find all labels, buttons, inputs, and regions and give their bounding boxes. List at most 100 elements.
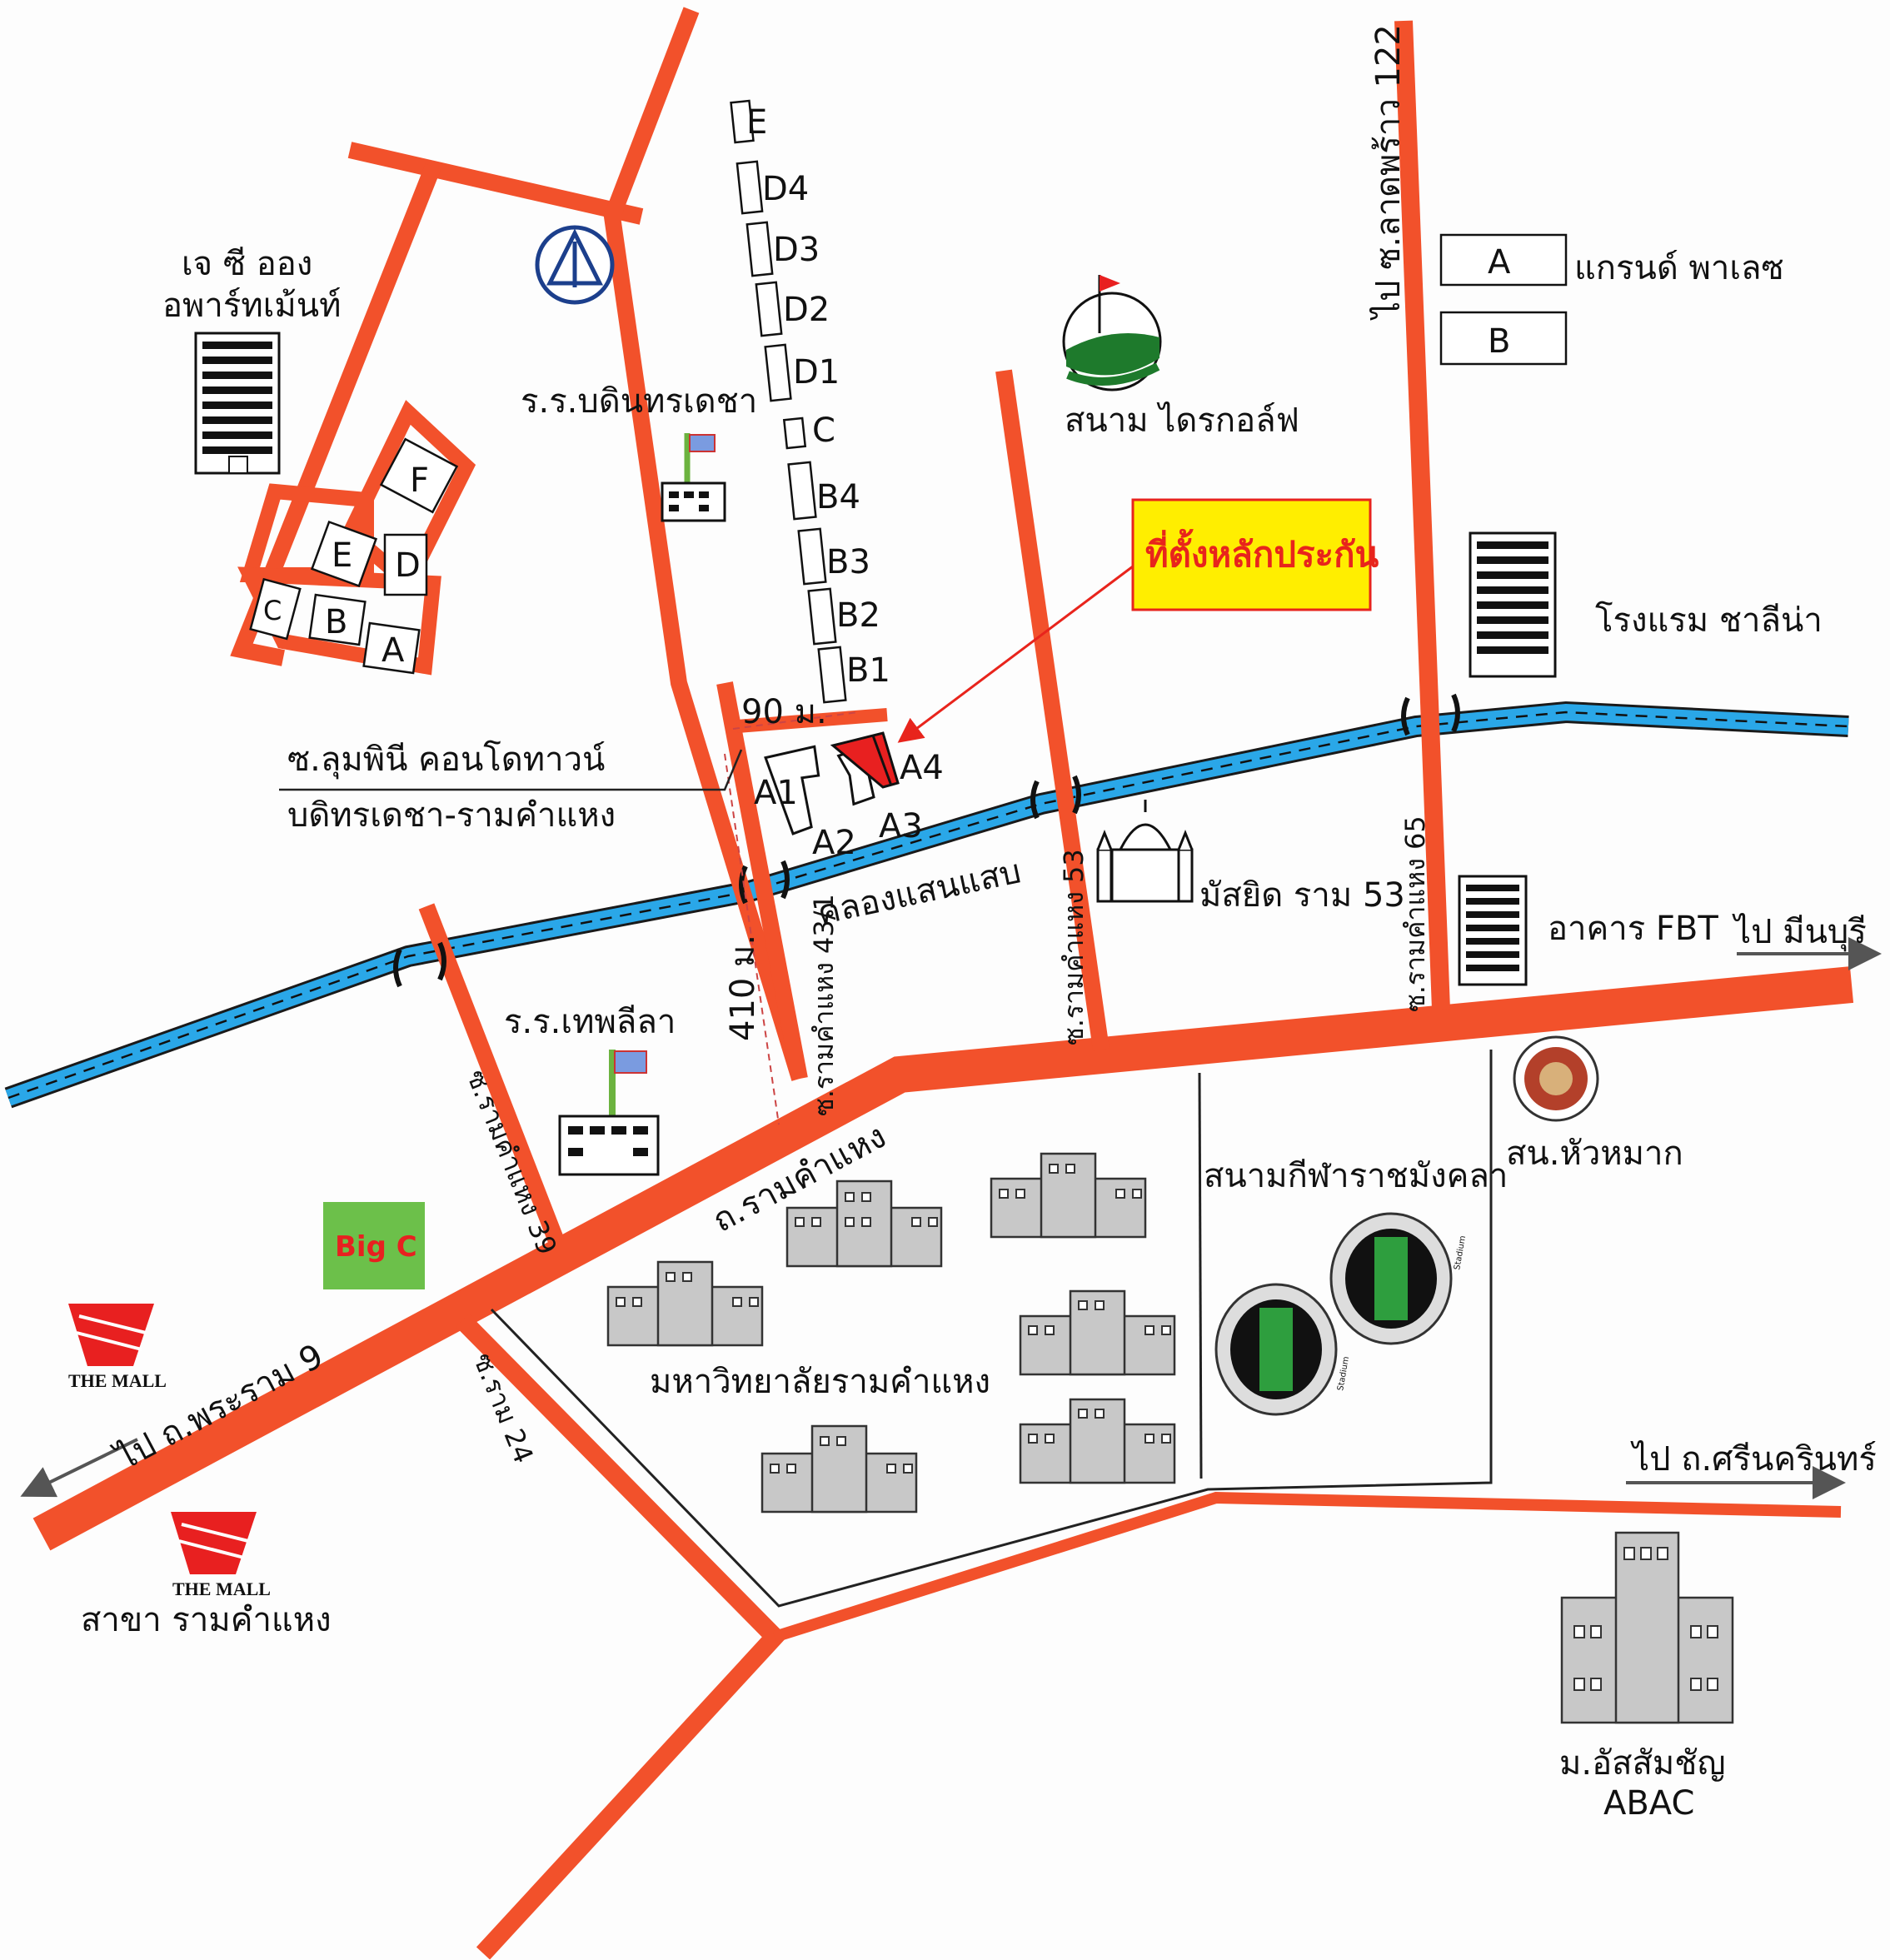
the-mall-label-1: THE MALL — [68, 1370, 167, 1391]
fbt-building-icon — [1458, 875, 1528, 986]
dimension-90m-label: 90 ม. — [741, 693, 827, 731]
jc-apartment-building — [194, 332, 281, 475]
col-block-d1: D1 — [793, 353, 840, 392]
col-block-b2: B2 — [836, 596, 880, 635]
the-mall-logo-2 — [171, 1512, 257, 1574]
soi-24-label: ซ.ราม 24 — [467, 1349, 540, 1468]
site-a2: A2 — [812, 824, 856, 862]
grand-palace-block-a-label: A — [1488, 243, 1511, 282]
school-emblem-icon — [535, 225, 615, 305]
col-block-b4: B4 — [816, 478, 860, 516]
univ-building-5 — [760, 1424, 918, 1514]
school-bodin-label: ร.ร.บดินทรเดชา — [521, 382, 757, 421]
stadium-icon-1 — [1329, 1212, 1453, 1345]
col-block-d2: D2 — [783, 291, 830, 329]
dimension-410m-label: 410 ม. — [724, 935, 762, 1041]
the-mall-label-2: THE MALL — [172, 1578, 271, 1599]
stadium-small-label-1: Stadium — [1453, 1235, 1468, 1271]
soi-65-label: ซ.รามคำแหง 65 — [1399, 815, 1431, 1012]
univ-building-3 — [606, 1260, 764, 1347]
hotel-building-icon — [1469, 531, 1557, 678]
grand-palace-block-a — [1439, 233, 1568, 287]
stadium-small-label-2: Stadium — [1336, 1356, 1351, 1392]
university-buildings — [606, 1152, 1176, 1514]
assumption-label: ม.อัสสัมชัญ — [1559, 1744, 1726, 1783]
golf-icon — [1062, 275, 1162, 392]
stadium-label: สนามกีฬาราชมังคลา — [1204, 1157, 1508, 1195]
grand-palace-label: แกรนด์ พาเลซ — [1574, 249, 1784, 287]
assumption-university-icon — [1560, 1531, 1734, 1724]
collateral-location-callout — [897, 498, 1372, 743]
road-soi-24-east — [772, 1491, 1842, 1643]
road-soi-65 — [1394, 20, 1450, 1010]
site-a4: A4 — [900, 749, 944, 787]
univ-building-2 — [990, 1152, 1147, 1239]
col-block-b3: B3 — [826, 543, 870, 581]
soi-43-1-label: ซ.รามคำแหง 43/1 — [808, 894, 840, 1116]
road-soi-43-1-lower — [716, 681, 808, 1080]
mosque-icon — [1096, 800, 1194, 903]
lumpini-label-1: ซ.ลุมพินี คอนโดทาวน์ — [287, 741, 605, 780]
big-c-logo: Big C — [323, 1202, 425, 1289]
col-block-d4: D4 — [762, 170, 809, 208]
col-block-e: E — [746, 103, 767, 142]
road-left-diagonal — [230, 163, 441, 666]
big-c-label: Big C — [335, 1230, 417, 1264]
huamark-label: สน.หัวหมาก — [1506, 1135, 1683, 1173]
golf-label: สนาม ไดรกอล์ฟ — [1065, 401, 1299, 440]
the-mall-logo-1 — [68, 1304, 154, 1366]
block-d-label: D — [395, 546, 421, 585]
condo-column-blocks — [730, 99, 847, 704]
university-boundary — [490, 1050, 1493, 1608]
univ-building-1 — [785, 1179, 943, 1268]
grand-palace-block-b-label: B — [1488, 322, 1510, 361]
road-ramkhamhaeng — [32, 966, 1854, 1551]
to-ladprao-label: ไป ซ.ลาดพร้าว 122 — [1369, 24, 1408, 321]
soi-53-label: ซ.รามคำแหง 53 — [1058, 849, 1090, 1045]
canal-khlong-saen-saep — [4, 701, 1849, 1109]
bridges — [393, 693, 1460, 988]
collateral-site-blocks — [764, 731, 900, 835]
school-thepleela-icon — [558, 1050, 660, 1176]
col-block-d3: D3 — [773, 231, 820, 269]
road-soi-53 — [995, 369, 1110, 1051]
site-a1: A1 — [754, 774, 798, 812]
dimension-90m — [732, 711, 859, 730]
school-thepleela-label: ร.ร.เทพลีลา — [504, 1003, 676, 1041]
to-minburi-label: ไป มีนบุรี — [1732, 913, 1867, 952]
jc-apartment-label-1: เจ ซี ออง — [182, 245, 312, 283]
col-block-b1: B1 — [846, 651, 890, 690]
lumpini-label-2: บดิทรเดชา-รามคำแหง — [287, 796, 616, 835]
block-b-label: B — [325, 603, 347, 641]
lumpini-callout-line — [279, 749, 743, 791]
univ-building-6 — [1019, 1398, 1176, 1484]
ramkhamhaeng-univ-label: มหาวิทยาลัยรามคำแหง — [650, 1363, 990, 1401]
the-mall-branch-label: สาขา รามคำแหง — [81, 1601, 332, 1639]
school-bodin-icon — [661, 433, 726, 522]
site-a3: A3 — [879, 807, 923, 845]
collateral-location-label: ที่ตั้งหลักประกัน — [1145, 528, 1379, 575]
mosque-label: มัสยิด ราม 53 — [1199, 876, 1405, 915]
block-c-label: C — [263, 595, 282, 626]
road-top-left — [347, 142, 644, 225]
hotel-label: โรงแรม ชาลีน่า — [1595, 601, 1823, 640]
to-rama9-arrow — [20, 1438, 138, 1498]
dimension-410m-line — [724, 753, 780, 1125]
left-building-cluster: F E D C B A — [237, 400, 476, 676]
abac-label: ABAC — [1603, 1784, 1694, 1823]
block-f-label: F — [410, 461, 429, 500]
univ-building-4 — [1019, 1289, 1176, 1376]
grand-palace-block-b — [1439, 311, 1568, 366]
jc-apartment-label-2: อพาร์ทเม้นท์ — [162, 287, 341, 325]
soi-39-label: ซ.รามคำแหง 39 — [461, 1065, 564, 1259]
huamark-police-icon — [1513, 1035, 1599, 1122]
block-a-label: A — [381, 631, 405, 670]
fbt-label: อาคาร FBT — [1548, 910, 1718, 948]
to-srinakarin-label: ไป ถ.ศรีนครินทร์ — [1630, 1440, 1877, 1479]
col-block-c: C — [812, 411, 835, 450]
block-e-label: E — [332, 536, 352, 575]
road-network — [32, 7, 1854, 1960]
road-soi-39 — [418, 903, 565, 1244]
